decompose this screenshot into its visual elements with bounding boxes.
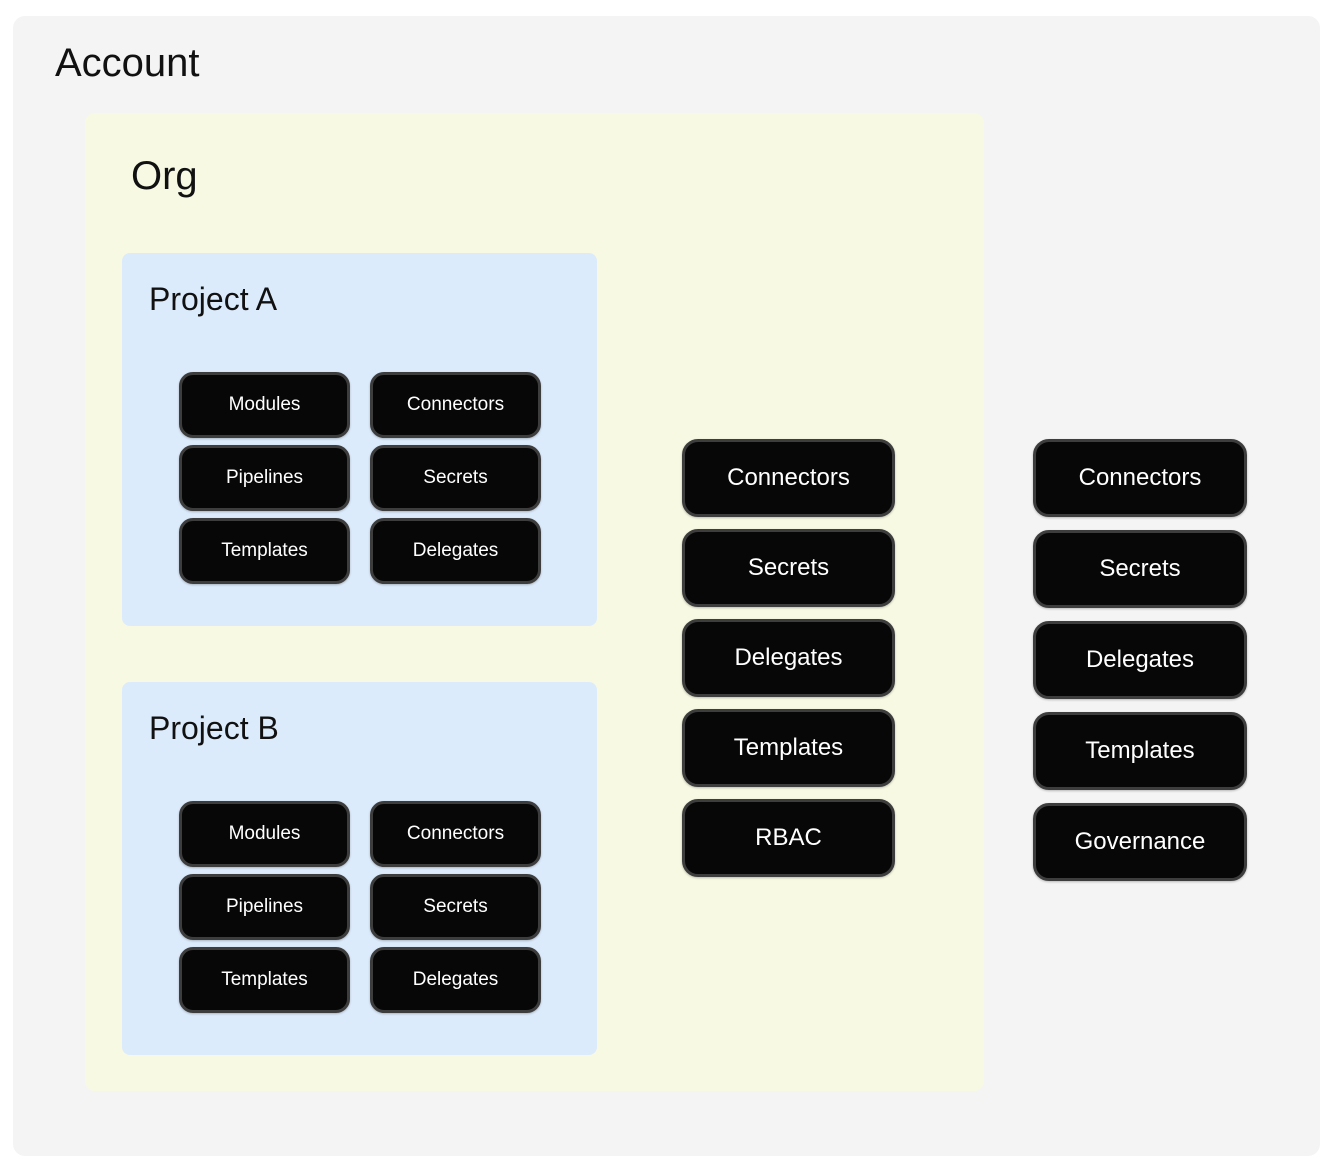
account-container: Account Org Project A Modules Connectors… <box>13 16 1320 1156</box>
resource-pill-connectors: Connectors <box>370 372 541 438</box>
resource-pill-pipelines: Pipelines <box>179 874 350 940</box>
resource-pill-modules: Modules <box>179 801 350 867</box>
resource-pill-secrets: Secrets <box>1033 530 1247 608</box>
resource-pill-pipelines: Pipelines <box>179 445 350 511</box>
resource-pill-delegates: Delegates <box>370 518 541 584</box>
resource-pill-connectors: Connectors <box>1033 439 1247 517</box>
project-a-title: Project A <box>149 281 278 317</box>
resource-pill-secrets: Secrets <box>370 445 541 511</box>
resource-pill-templates: Templates <box>1033 712 1247 790</box>
project-b-title: Project B <box>149 710 279 746</box>
resource-pill-templates: Templates <box>682 709 895 787</box>
account-pill-column: Connectors Secrets Delegates Templates G… <box>1033 439 1247 881</box>
resource-pill-governance: Governance <box>1033 803 1247 881</box>
resource-pill-rbac: RBAC <box>682 799 895 877</box>
resource-pill-delegates: Delegates <box>370 947 541 1013</box>
project-a-pill-grid: Modules Connectors Pipelines Secrets Tem… <box>179 372 541 584</box>
resource-pill-secrets: Secrets <box>370 874 541 940</box>
resource-pill-connectors: Connectors <box>370 801 541 867</box>
resource-pill-templates: Templates <box>179 518 350 584</box>
resource-pill-delegates: Delegates <box>682 619 895 697</box>
resource-pill-templates: Templates <box>179 947 350 1013</box>
project-b-pill-grid: Modules Connectors Pipelines Secrets Tem… <box>179 801 541 1013</box>
resource-pill-modules: Modules <box>179 372 350 438</box>
account-title: Account <box>55 41 200 85</box>
resource-pill-connectors: Connectors <box>682 439 895 517</box>
org-title: Org <box>131 154 198 198</box>
resource-pill-delegates: Delegates <box>1033 621 1247 699</box>
project-b-card: Project B Modules Connectors Pipelines S… <box>122 682 597 1055</box>
resource-pill-secrets: Secrets <box>682 529 895 607</box>
org-container: Org Project A Modules Connectors Pipelin… <box>85 113 984 1091</box>
org-pill-column: Connectors Secrets Delegates Templates R… <box>682 439 895 877</box>
project-a-card: Project A Modules Connectors Pipelines S… <box>122 253 597 626</box>
